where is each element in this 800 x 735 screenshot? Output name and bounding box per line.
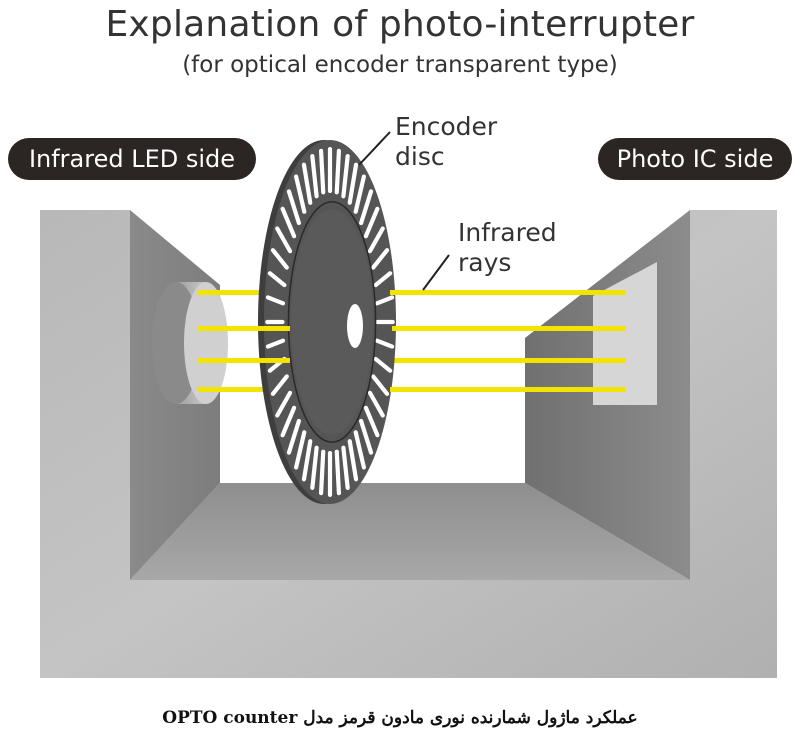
encoder-slit (286, 189, 301, 226)
encoder-disc-label: Encoder disc (395, 112, 498, 171)
rays-leader-line (422, 254, 450, 291)
encoder-slit (294, 174, 307, 214)
encoder-slit (359, 189, 374, 226)
encoder-slit (341, 154, 350, 199)
ic-side-label: Photo IC side (598, 138, 792, 180)
encoder-leader-line (358, 131, 391, 166)
encoder-slit (318, 148, 326, 195)
encoder-slit (275, 390, 293, 418)
encoder-slit (280, 206, 297, 239)
encoder-slit (265, 338, 286, 349)
encoder-slit (347, 162, 359, 205)
infrared-rays-label: Infrared rays (458, 218, 557, 277)
encoder-slit (347, 439, 359, 482)
encoder-slit (270, 248, 289, 270)
encoder-slit (363, 206, 380, 239)
encoder-slit (334, 449, 342, 496)
infrared-rays-front (198, 290, 626, 392)
encoder-slit (371, 374, 390, 396)
encoder-slit (310, 445, 319, 490)
encoder-slit (286, 418, 301, 455)
encoder-slit (294, 430, 307, 470)
encoder-slit (371, 248, 390, 270)
encoder-disc-icon (258, 140, 396, 504)
encoder-slit (363, 405, 380, 438)
encoder-slit (267, 271, 287, 288)
encoder-slit (318, 449, 326, 496)
encoder-slit (367, 226, 385, 254)
encoder-slit (334, 148, 342, 195)
encoder-slit (367, 390, 385, 418)
encoder-slit (373, 271, 393, 288)
encoder-slit (280, 405, 297, 438)
encoder-slit (301, 162, 313, 205)
encoder-slit (275, 226, 293, 254)
led-side-label: Infrared LED side (8, 138, 256, 180)
encoder-slit (373, 356, 393, 373)
disc-hub-hole (347, 304, 363, 348)
sensor-housing (40, 210, 777, 678)
diagram-title: Explanation of photo-interrupter (105, 4, 695, 45)
encoder-slit (353, 430, 366, 470)
photo-ic-window-icon (593, 262, 657, 405)
encoder-slit (310, 154, 319, 199)
encoder-slit (265, 295, 286, 306)
encoder-slit (270, 374, 289, 396)
encoder-slit (341, 445, 350, 490)
caption: عملکرد ماژول شمارنده نوری مادون قرمز مدل… (162, 708, 638, 728)
encoder-slit (374, 295, 395, 306)
encoder-slit (359, 418, 374, 455)
encoder-slit (374, 338, 395, 349)
encoder-slit (353, 174, 366, 214)
diagram-subtitle: (for optical encoder transparent type) (182, 52, 618, 78)
encoder-slit (301, 439, 313, 482)
infrared-led-icon (152, 282, 228, 404)
